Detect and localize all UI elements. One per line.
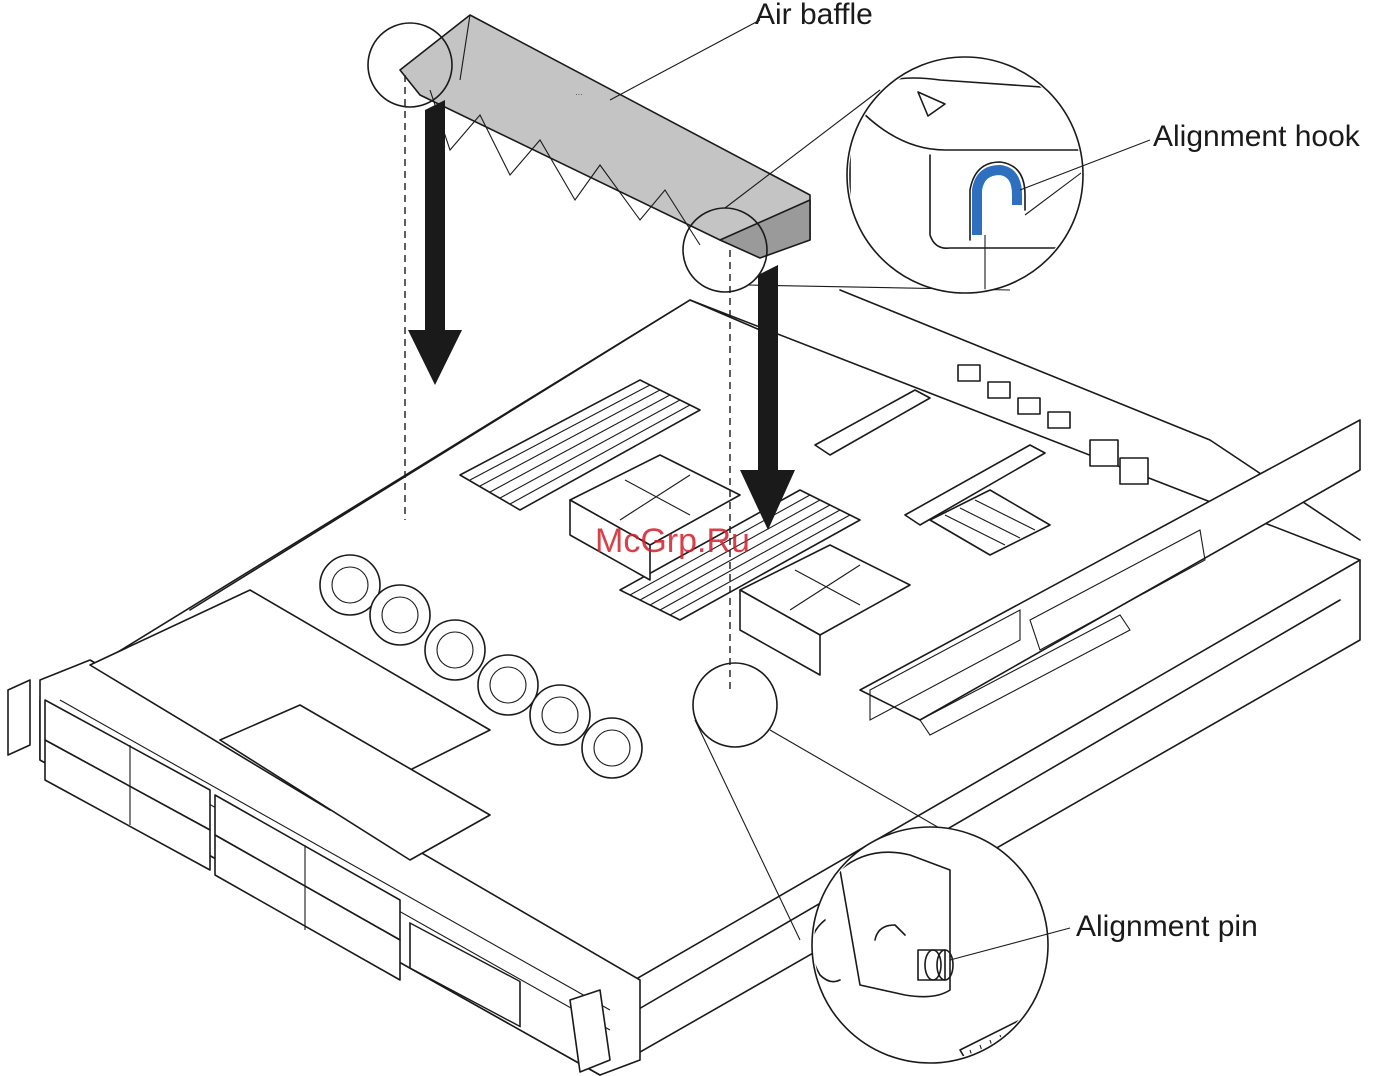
leader-lines [610,20,760,100]
alignment-pin-detail [811,827,1070,1075]
fan-3 [425,620,485,680]
alignment-hook-detail [847,57,1150,300]
label-air-baffle: Air baffle [755,0,873,31]
svg-text:···: ··· [575,90,583,99]
label-alignment-pin: Alignment pin [1076,910,1258,943]
watermark: McGrp.Ru [595,522,750,560]
fan-5 [530,685,590,745]
fan-2 [370,585,430,645]
down-arrow-left-icon [408,100,462,385]
label-alignment-hook: Alignment hook [1153,120,1361,153]
fan-6 [582,718,642,778]
fan-4 [478,655,538,715]
air-baffle: ··· [400,15,810,258]
